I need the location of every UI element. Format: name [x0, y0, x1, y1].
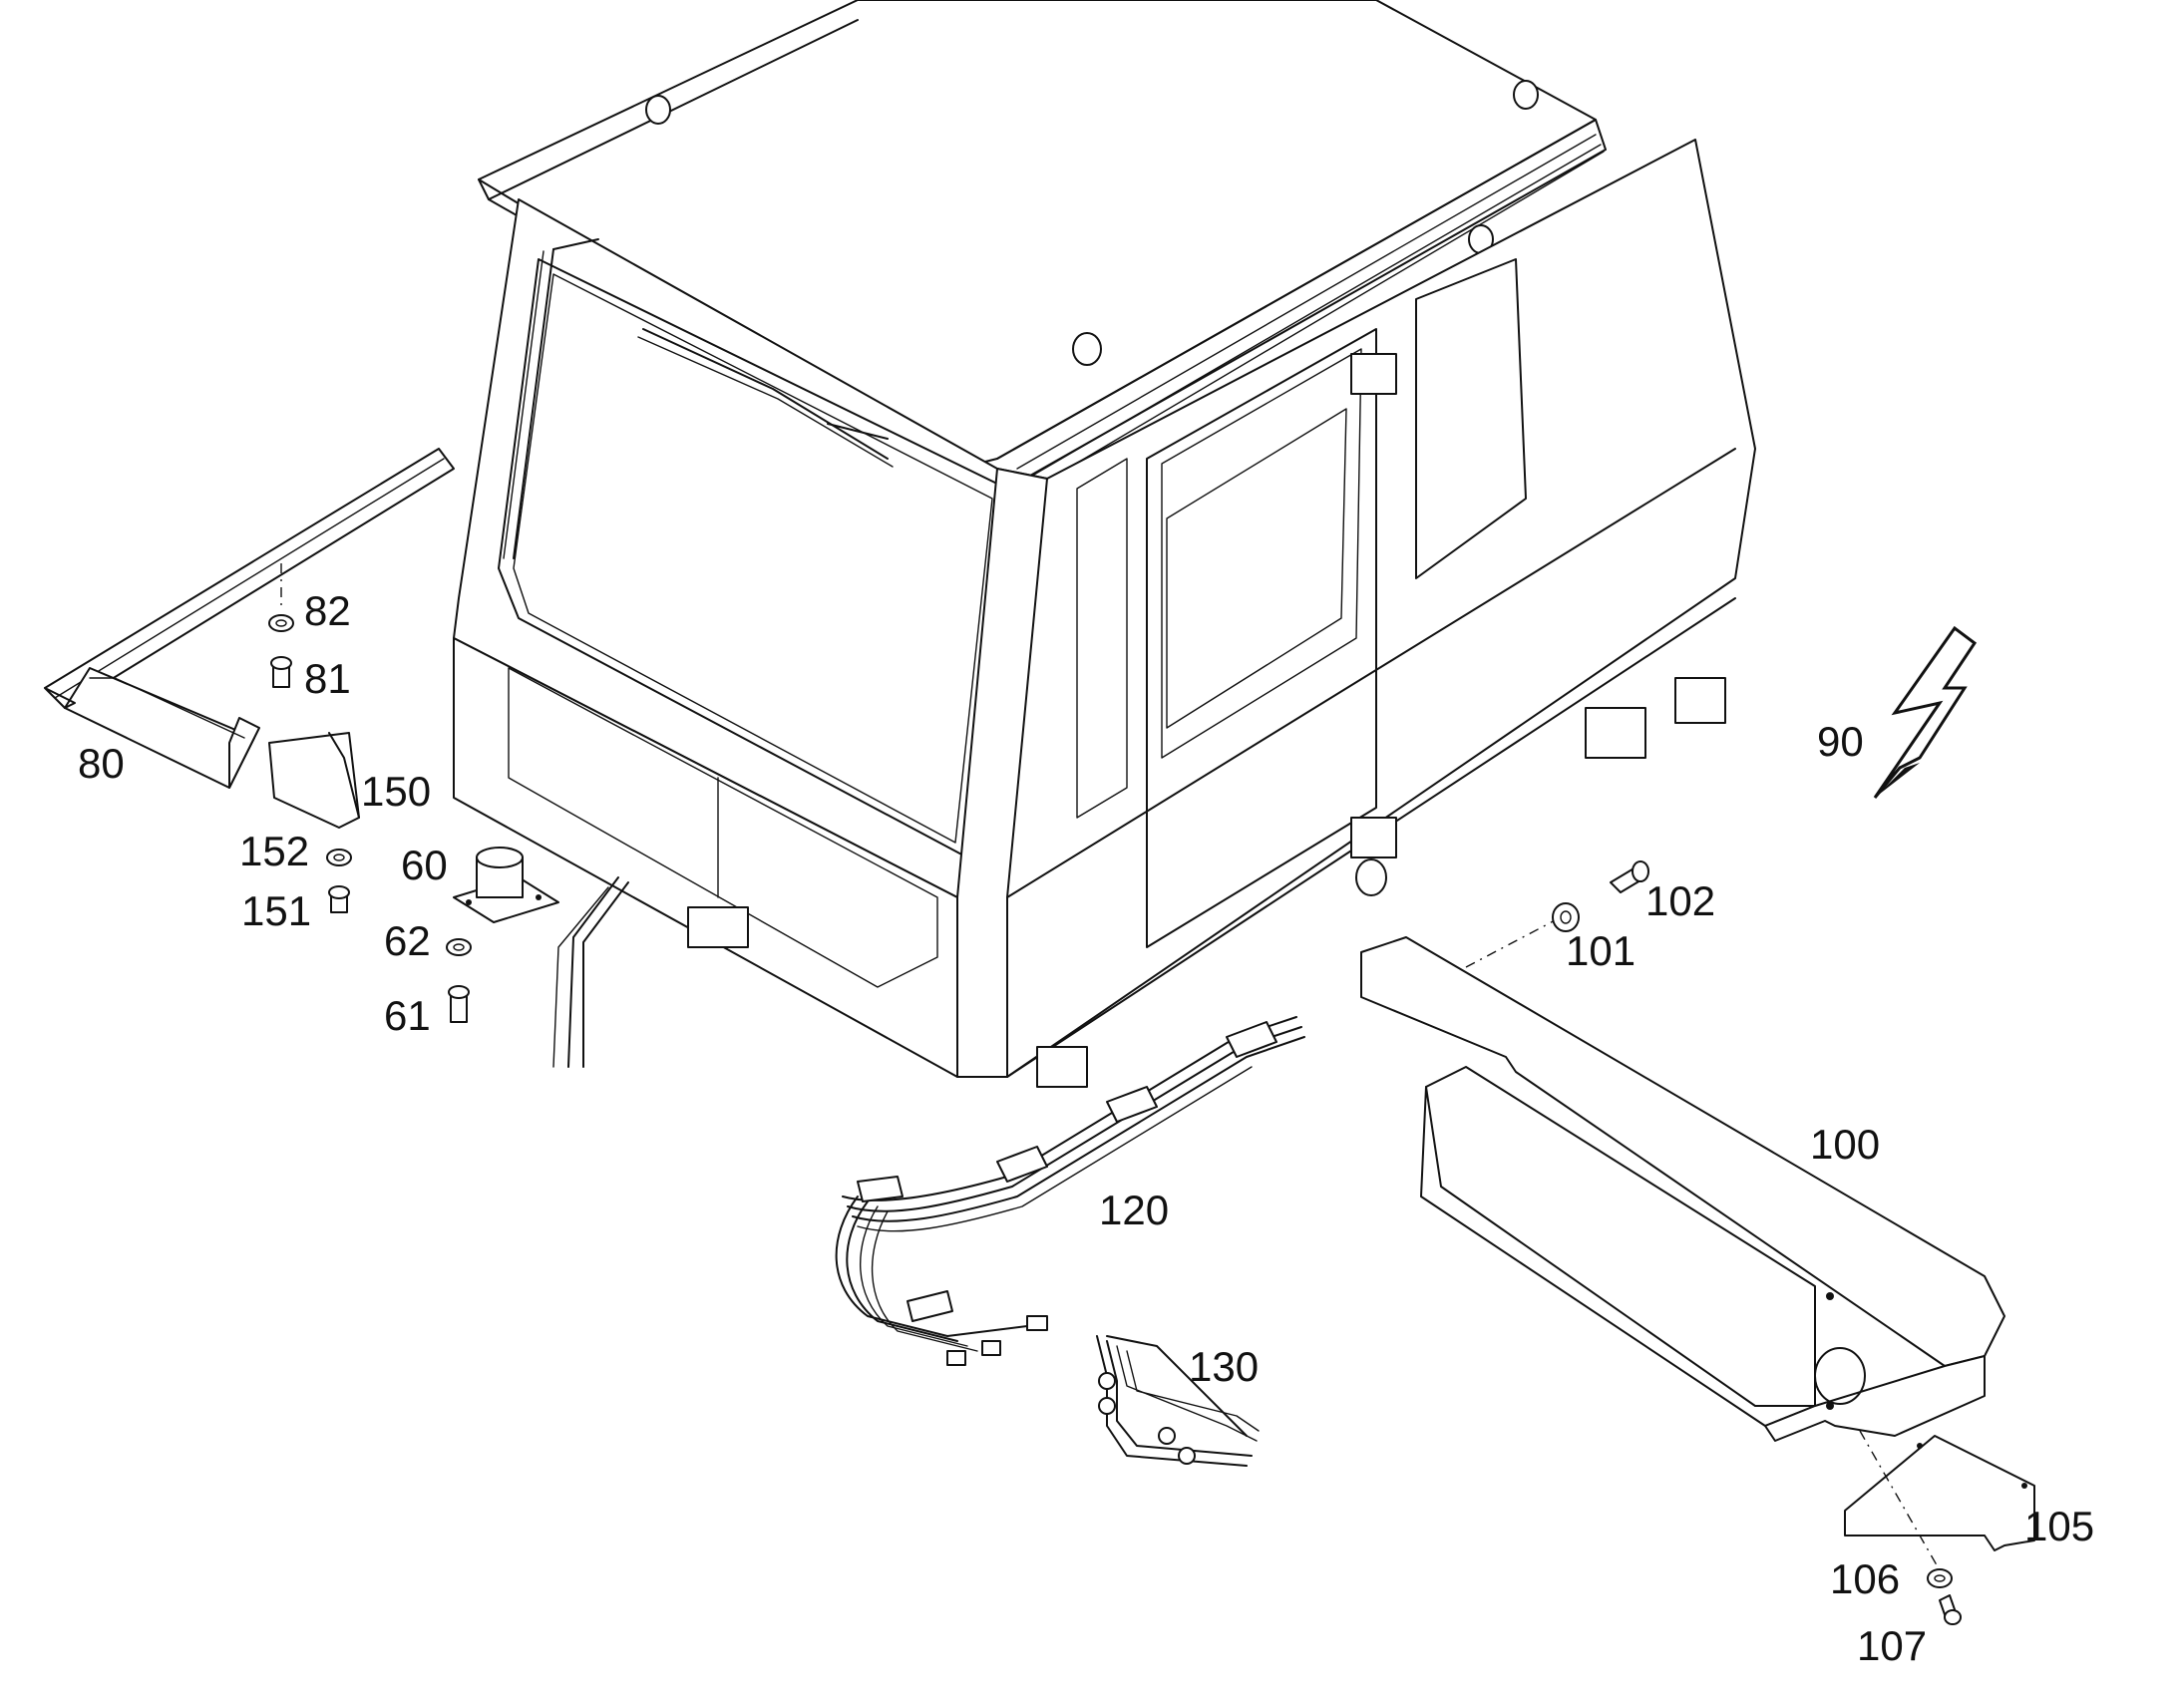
hose-bundle-120: [835, 1016, 1305, 1366]
plate-150: [268, 732, 360, 829]
callout-105: 105: [2024, 1503, 2094, 1549]
frame-100: [1360, 936, 2005, 1442]
callout-81: 81: [304, 655, 351, 702]
washer-106: [1927, 1568, 1953, 1588]
leader-106: [1859, 1430, 1941, 1571]
bolt-107: [1939, 1594, 1962, 1625]
rubber-mount-60: [453, 847, 559, 923]
callout-120: 120: [1099, 1187, 1169, 1233]
callout-107: 107: [1857, 1622, 1927, 1669]
washer-62: [446, 938, 472, 956]
callout-102: 102: [1645, 877, 1715, 924]
hose-set-130: [1096, 1335, 1260, 1467]
washer-152: [326, 849, 352, 866]
callout-82: 82: [304, 587, 351, 634]
callout-152: 152: [239, 828, 309, 874]
washer-101: [1552, 902, 1580, 932]
callout-101: 101: [1566, 927, 1635, 974]
leader-101: [1465, 916, 1562, 968]
callout-130: 130: [1189, 1343, 1259, 1390]
washer-82: [268, 614, 294, 632]
callout-106: 106: [1830, 1555, 1900, 1602]
callout-150: 150: [361, 768, 431, 815]
callout-61: 61: [384, 992, 431, 1039]
bolt-61: [448, 985, 470, 1023]
lightning-bolt-icon: [1873, 625, 1978, 799]
operator-cab: [453, 0, 1756, 1088]
callout-62: 62: [384, 917, 431, 964]
callout-60: 60: [401, 842, 448, 888]
rail-bracket-80: [44, 448, 455, 789]
callout-100: 100: [1810, 1121, 1880, 1168]
callout-80: 80: [78, 740, 125, 787]
bolt-81: [270, 656, 292, 688]
bolt-151: [328, 885, 350, 913]
callout-90: 90: [1817, 718, 1864, 765]
callout-151: 151: [241, 887, 311, 934]
bolt-102: [1610, 860, 1649, 893]
cover-plate-105: [1844, 1435, 2035, 1551]
